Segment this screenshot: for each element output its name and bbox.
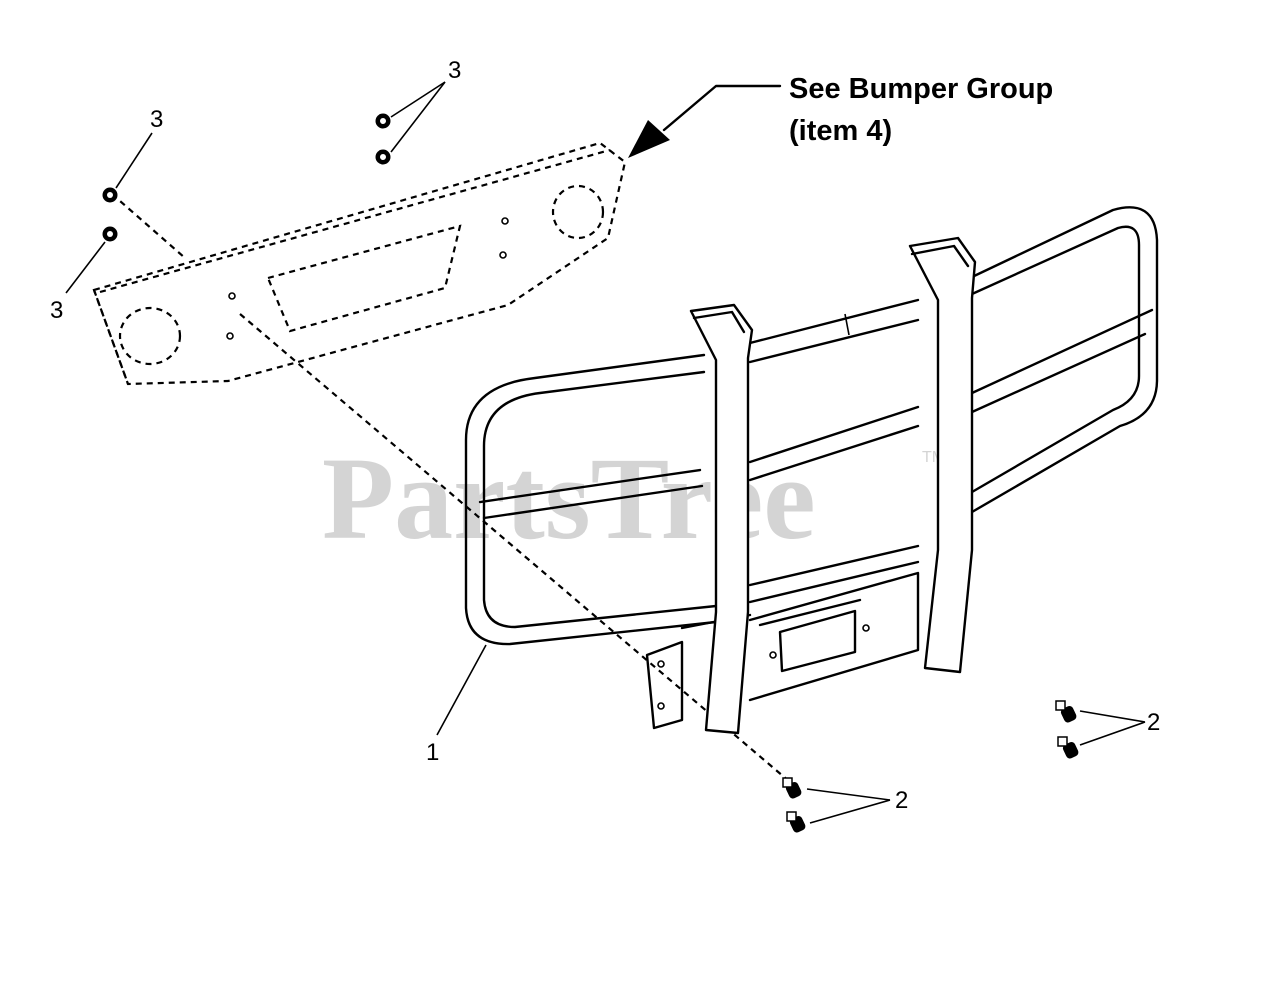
bumper-outline: [92, 141, 627, 386]
label-nut-left: 3: [50, 297, 63, 324]
bolt-right-2: [1057, 736, 1079, 759]
nut-left-2: [102, 226, 118, 242]
label-guard: 1: [426, 739, 439, 766]
leader-lines: [65, 81, 1146, 824]
nut-leader-line: [111, 193, 186, 259]
label-nut-top-right: 3: [448, 57, 461, 84]
nut-top-2: [375, 149, 391, 165]
callout-note-line2: (item 4): [789, 115, 892, 147]
label-nut-top-left: 3: [150, 106, 163, 133]
label-bolts-right: 2: [1147, 709, 1160, 736]
nut-left-1: [102, 187, 118, 203]
bolt-center-1: [782, 777, 802, 799]
callout-note-line1: See Bumper Group: [789, 73, 1053, 105]
bolt-right-1: [1055, 700, 1077, 723]
nut-top-1: [375, 113, 391, 129]
watermark: PartsTree TM: [322, 433, 945, 564]
callout-arrow: [628, 84, 782, 158]
bolt-center-2: [786, 811, 806, 833]
grille-guard: [464, 206, 1159, 735]
label-bolts-center: 2: [895, 787, 908, 814]
